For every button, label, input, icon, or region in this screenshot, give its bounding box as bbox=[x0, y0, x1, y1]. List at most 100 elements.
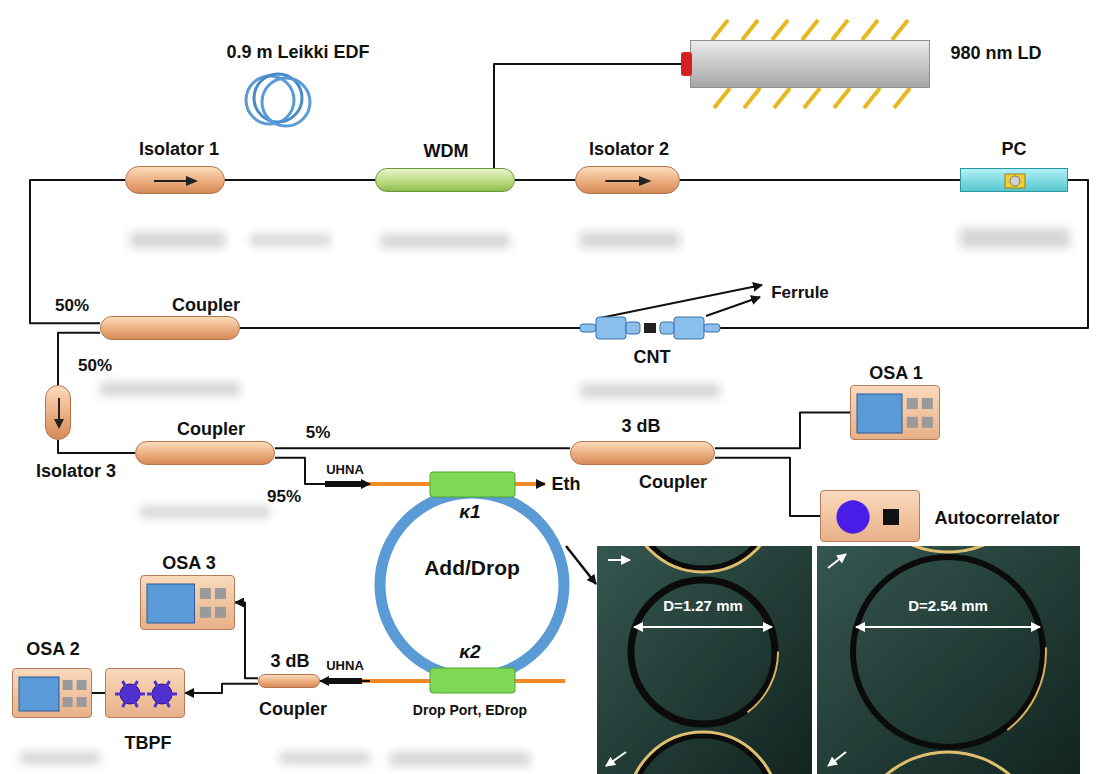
fiber-coupler: 3 dBCoupler bbox=[570, 441, 715, 465]
annotation-label: D=1.27 mm bbox=[663, 597, 743, 614]
component-label: OSA 2 bbox=[26, 639, 79, 660]
ring-photo bbox=[631, 546, 775, 569]
isolator-arrow bbox=[154, 180, 188, 182]
reflection bbox=[390, 752, 530, 766]
annotation-label: UHNA bbox=[326, 659, 364, 674]
spectrum-analyzer: OSA 2 bbox=[12, 668, 92, 718]
reflection bbox=[130, 232, 225, 248]
osa-button bbox=[63, 697, 73, 707]
component-label: Coupler bbox=[177, 419, 245, 440]
osa-button bbox=[907, 398, 918, 409]
osa-button bbox=[215, 588, 226, 599]
annotation-label: Drop Port, EDrop bbox=[413, 702, 527, 718]
reflection bbox=[100, 382, 240, 396]
shape-art bbox=[126, 167, 226, 195]
osa-button bbox=[200, 607, 211, 618]
fiber-connector bbox=[680, 179, 960, 181]
component-label: 980 nm LD bbox=[950, 43, 1041, 64]
ferrule bbox=[660, 322, 674, 334]
annotation-label: κ2 bbox=[459, 641, 480, 663]
fiber-coupler: 3 dBCoupler bbox=[258, 674, 320, 688]
shape-art bbox=[13, 669, 93, 719]
annotation-label: κ1 bbox=[459, 501, 480, 523]
pc-paddle bbox=[1005, 174, 1025, 188]
reflection bbox=[20, 752, 100, 764]
fiber-coupler: Coupler bbox=[100, 316, 240, 340]
filter-knob-spoke bbox=[162, 694, 170, 707]
osa-button bbox=[922, 417, 933, 428]
leader-arrow bbox=[706, 297, 760, 316]
annotation-label: UHNA bbox=[326, 463, 364, 478]
pointer-arrow bbox=[566, 546, 596, 584]
ring-highlight bbox=[628, 732, 778, 774]
reflection bbox=[580, 384, 720, 398]
component-label: Coupler bbox=[259, 699, 327, 720]
shape-art bbox=[46, 386, 72, 441]
component-label: OSA 3 bbox=[162, 553, 215, 574]
shape-art bbox=[141, 576, 236, 631]
autocorrelator-port bbox=[883, 509, 899, 525]
tunable-filter: TBPF bbox=[105, 668, 185, 718]
pin bbox=[832, 20, 848, 40]
annotation-label: 0.9 m Leikki EDF bbox=[226, 42, 369, 63]
connector-body bbox=[596, 317, 626, 339]
annotation-label: D=2.54 mm bbox=[908, 597, 988, 614]
coupling-region bbox=[430, 472, 515, 497]
isolator: Isolator 1 bbox=[125, 166, 225, 194]
fiber-coupler: Coupler bbox=[135, 441, 275, 465]
dimension-arrow bbox=[634, 626, 772, 628]
ring-highlight bbox=[850, 554, 1046, 750]
photo-arrow bbox=[606, 752, 626, 766]
ring-photo bbox=[631, 580, 775, 724]
osa-button bbox=[215, 607, 226, 618]
pin bbox=[774, 88, 790, 108]
isolator-arrow-head bbox=[186, 176, 198, 186]
autocorrelator: Autocorrelator bbox=[820, 490, 920, 542]
ring-resonator bbox=[380, 493, 564, 677]
pin bbox=[864, 88, 880, 108]
isolator-arrow-head bbox=[54, 419, 64, 429]
coil-turn bbox=[262, 78, 310, 126]
photo-arrow bbox=[828, 554, 846, 568]
fiber-connector bbox=[92, 692, 105, 694]
filter-knob-spoke bbox=[130, 694, 138, 707]
annotation-label: 5% bbox=[306, 423, 331, 443]
fiber-connector bbox=[720, 180, 1088, 328]
ferrule bbox=[626, 322, 640, 334]
dimension-arrow bbox=[856, 626, 1040, 628]
shape-art bbox=[961, 169, 1069, 193]
component-label: Isolator 3 bbox=[36, 461, 116, 482]
component-label: Add/Drop bbox=[424, 556, 520, 580]
pin bbox=[742, 20, 758, 40]
component-label: OSA 1 bbox=[869, 363, 922, 384]
cnt-saturable-absorber: CNT bbox=[580, 316, 720, 340]
reflection bbox=[380, 234, 510, 248]
shape-art bbox=[106, 669, 186, 719]
osa-screen bbox=[857, 394, 902, 433]
spectrum-analyzer: OSA 3 bbox=[140, 575, 235, 630]
filter-knob-spoke bbox=[162, 681, 170, 694]
filter-knob-spoke bbox=[123, 681, 131, 694]
fiber-connector bbox=[30, 180, 125, 323]
filter-knob-spoke bbox=[155, 681, 163, 694]
reflection bbox=[960, 228, 1070, 248]
osa-screen bbox=[19, 677, 59, 711]
component-label: Coupler bbox=[639, 472, 707, 493]
pin bbox=[804, 88, 820, 108]
ring-highlight bbox=[853, 546, 1043, 552]
component-label: CNT bbox=[634, 347, 671, 368]
pc-knob bbox=[1010, 176, 1020, 186]
photo-rings bbox=[850, 546, 1046, 774]
filter-knob-spoke bbox=[155, 694, 163, 707]
annotation-label: 95% bbox=[267, 487, 301, 507]
isolator: Isolator 3 bbox=[45, 385, 71, 440]
pin bbox=[802, 20, 818, 40]
isolator-arrow-head bbox=[639, 176, 652, 186]
component-label: TBPF bbox=[125, 733, 172, 754]
component-label: Autocorrelator bbox=[934, 508, 1059, 529]
osa-screen bbox=[147, 584, 195, 623]
pin bbox=[714, 88, 730, 108]
photo-panel bbox=[817, 546, 1080, 774]
annotation-label: 50% bbox=[78, 356, 112, 376]
reflection bbox=[140, 506, 270, 518]
